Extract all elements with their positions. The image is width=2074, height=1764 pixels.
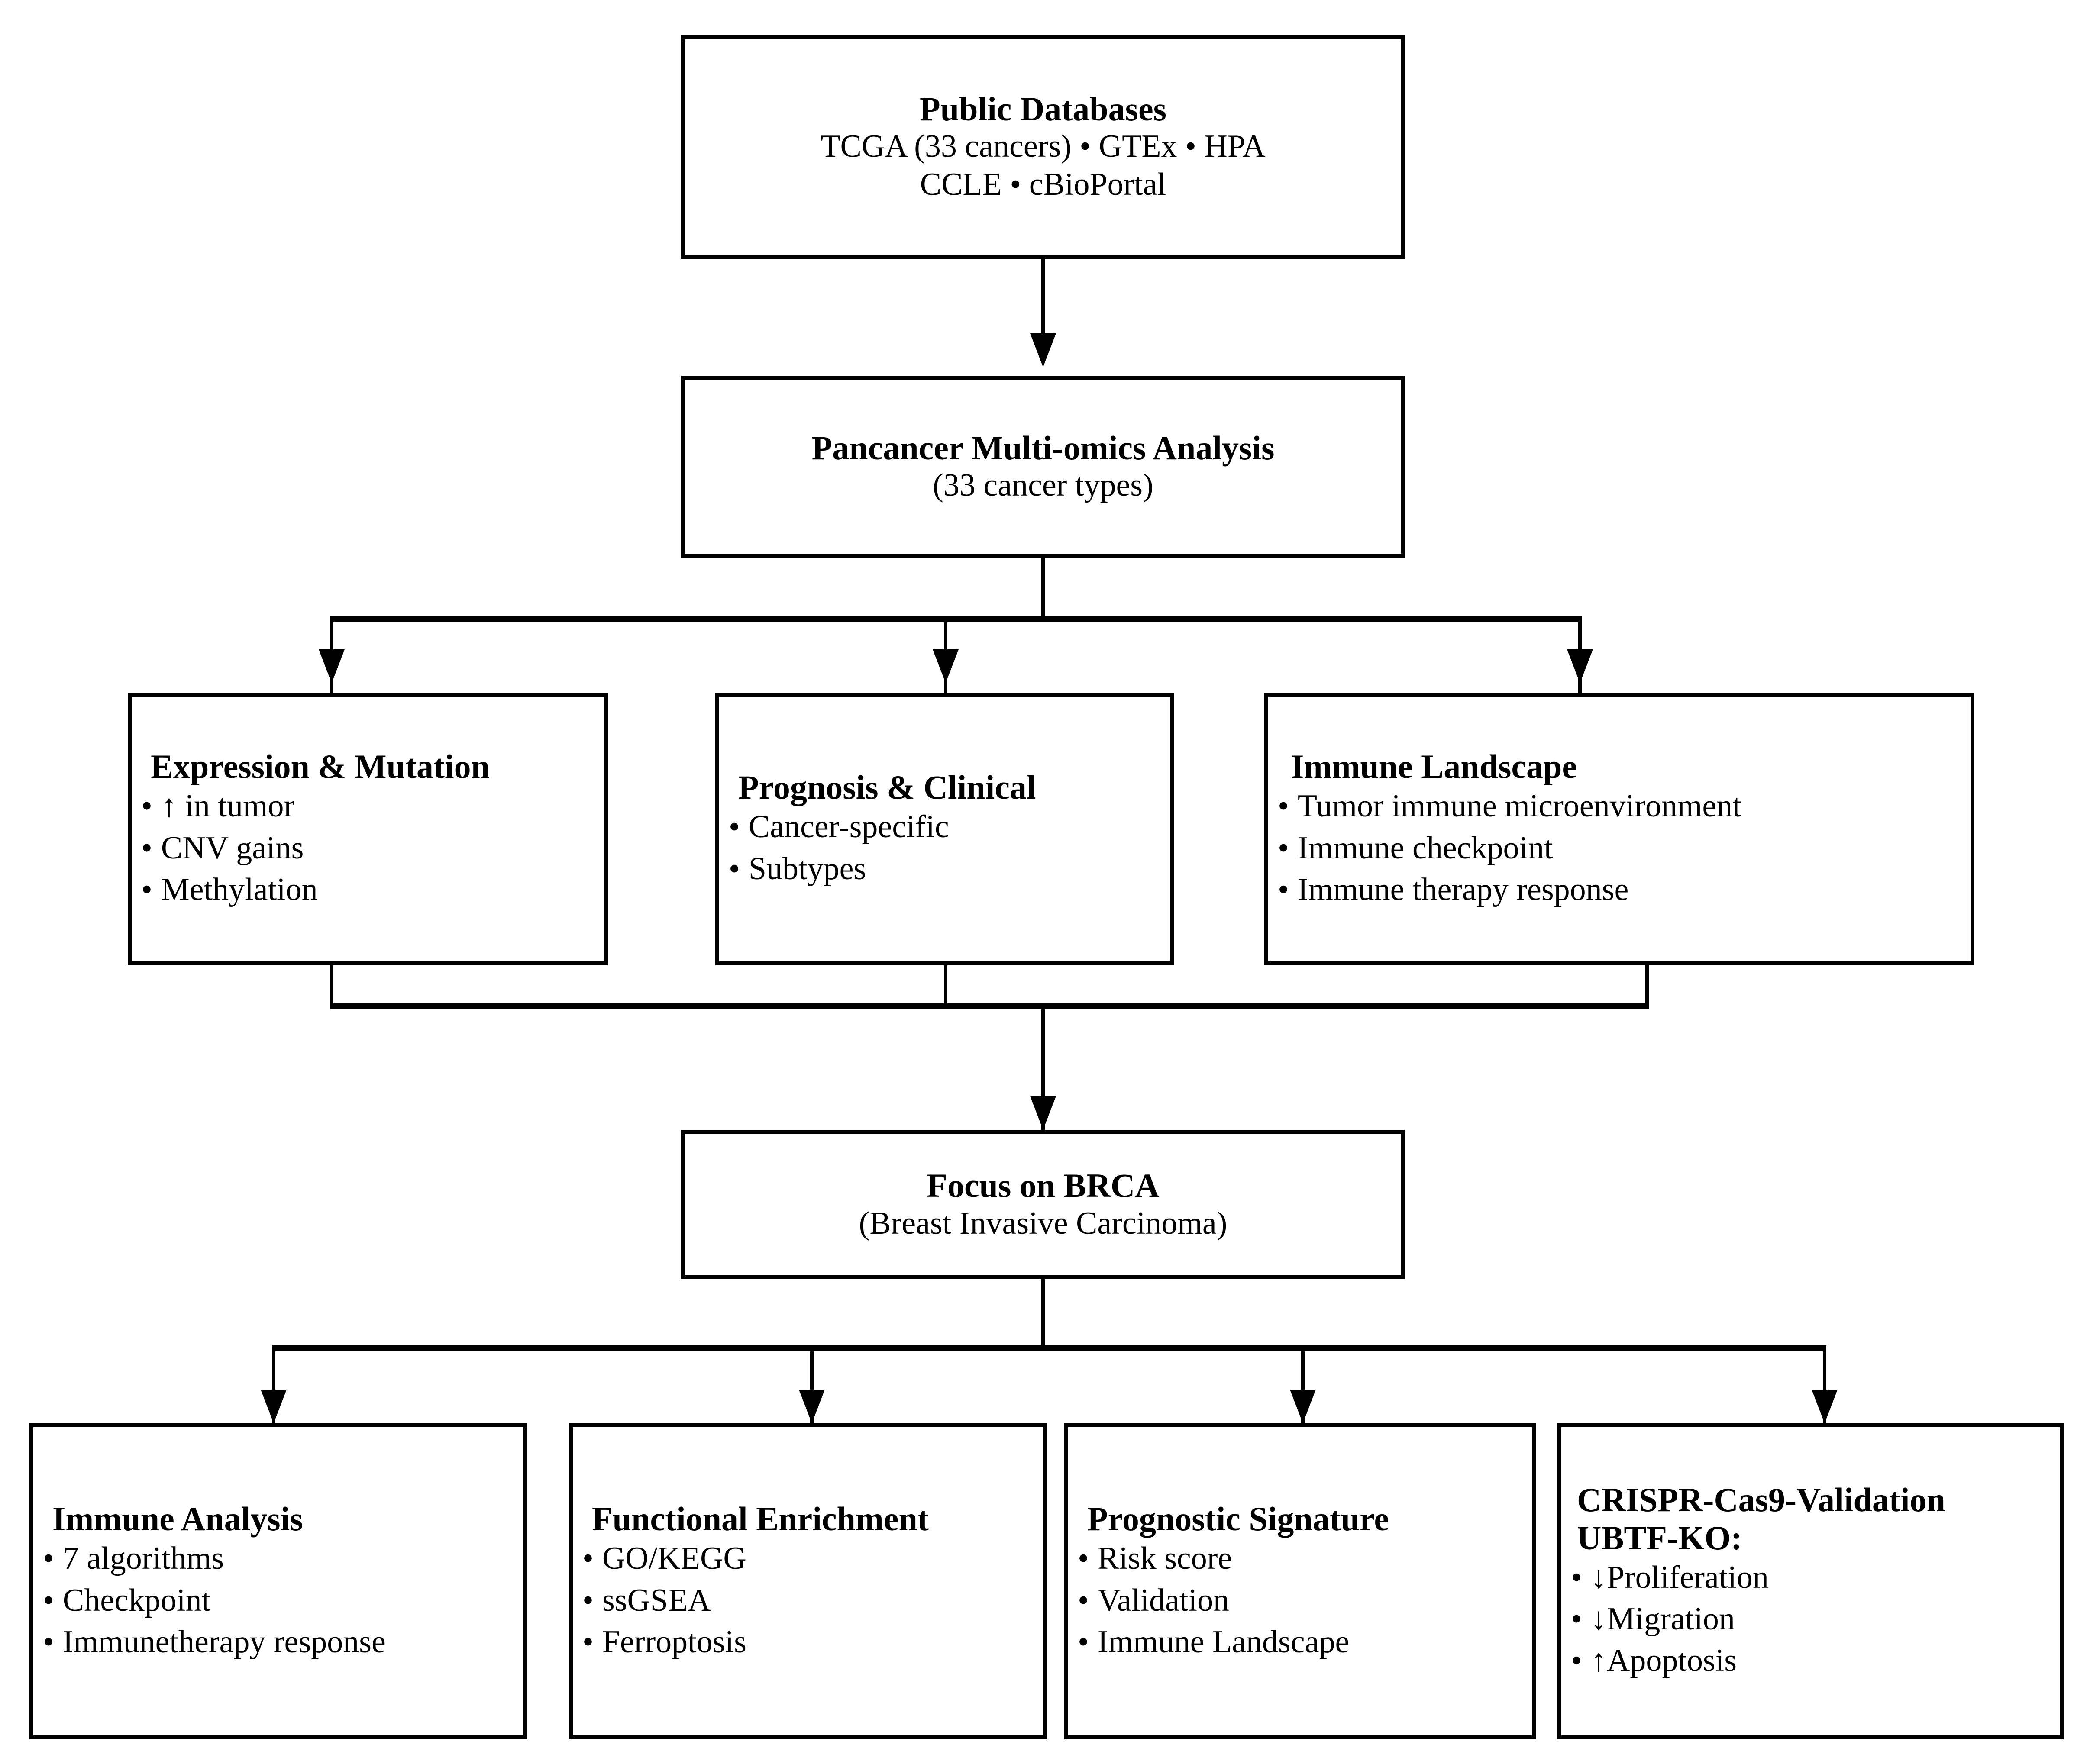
- list-item: •Ferroptosis: [582, 1621, 746, 1663]
- arrow-merge-to-brca: [1030, 1096, 1056, 1130]
- node-crispr-validation-title: CRISPR-Cas9-Validation: [1577, 1481, 1945, 1519]
- node-pancancer-analysis: Pancancer Multi-omics Analysis (33 cance…: [681, 376, 1405, 558]
- bullet-icon: •: [1078, 1541, 1089, 1577]
- node-pancancer-analysis-subtitle: (33 cancer types): [933, 468, 1153, 503]
- list-item: •Methylation: [141, 869, 318, 910]
- bullet-icon: •: [43, 1582, 54, 1618]
- connector-brca-to-crispr: [1823, 1345, 1826, 1428]
- list-item: •7 algorithms: [43, 1538, 386, 1579]
- arrow-databases-to-pancancer: [1030, 333, 1056, 367]
- node-immune-landscape-bullets: •Tumor immune microenvironment •Immune c…: [1278, 785, 1741, 910]
- connector-databases-to-pancancer: [1041, 259, 1045, 337]
- connector-immune-down: [1645, 965, 1649, 1007]
- list-item: •Checkpoint: [43, 1580, 386, 1621]
- bullet-icon: •: [582, 1624, 594, 1660]
- node-prognostic-signature: Prognostic Signature •Risk score •Valida…: [1064, 1423, 1536, 1739]
- list-item: •↓Proliferation: [1571, 1557, 1769, 1598]
- arrow-brca-to-immune-analysis: [261, 1390, 287, 1423]
- node-expression-mutation-bullets: •↑ in tumor •CNV gains •Methylation: [141, 785, 318, 910]
- connector-pancancer-distribution-bar: [330, 616, 1581, 622]
- list-item: •Immunetherapy response: [43, 1621, 386, 1663]
- bullet-icon: •: [141, 830, 152, 866]
- node-public-databases-line3: CCLE • cBioPortal: [920, 166, 1166, 202]
- bullet-icon: •: [1278, 830, 1289, 866]
- node-immune-analysis-bullets: •7 algorithms •Checkpoint •Immunetherapy…: [43, 1538, 386, 1663]
- bullet-icon: •: [1571, 1601, 1582, 1637]
- node-public-databases-title: Public Databases: [920, 90, 1166, 128]
- connector-brca-to-functional: [810, 1345, 814, 1428]
- node-public-databases-line2: TCGA (33 cancers) • GTEx • HPA: [821, 129, 1266, 164]
- bullet-icon: •: [1571, 1560, 1582, 1596]
- list-item: •Immune Landscape: [1078, 1621, 1349, 1663]
- node-focus-brca-title: Focus on BRCA: [927, 1167, 1160, 1205]
- bullet-icon: •: [1571, 1643, 1582, 1679]
- arrow-brca-to-crispr: [1812, 1390, 1838, 1423]
- list-item: •Cancer-specific: [729, 806, 949, 848]
- bullet-icon: •: [141, 871, 152, 907]
- list-item: •CNV gains: [141, 827, 318, 869]
- bullet-icon: •: [1278, 871, 1289, 907]
- list-item: •↑Apoptosis: [1571, 1640, 1769, 1681]
- node-prognostic-signature-bullets: •Risk score •Validation •Immune Landscap…: [1078, 1538, 1349, 1663]
- bullet-icon: •: [582, 1582, 594, 1618]
- node-functional-enrichment-bullets: •GO/KEGG •ssGSEA •Ferroptosis: [582, 1538, 746, 1663]
- connector-pancancer-stem: [1041, 558, 1045, 618]
- list-item: •↑ in tumor: [141, 785, 318, 827]
- connector-brca-distribution-bar: [272, 1345, 1826, 1351]
- list-item: •Immune therapy response: [1278, 869, 1741, 910]
- node-crispr-validation-subtitle: UBTF-KO:: [1577, 1519, 1742, 1557]
- connector-brca-to-prognostic: [1301, 1345, 1305, 1428]
- list-item: •Immune checkpoint: [1278, 827, 1741, 869]
- node-immune-landscape: Immune Landscape •Tumor immune microenvi…: [1264, 693, 1974, 965]
- node-focus-brca-subtitle: (Breast Invasive Carcinoma): [859, 1205, 1228, 1241]
- node-prognosis-clinical-bullets: •Cancer-specific •Subtypes: [729, 806, 949, 889]
- bullet-icon: •: [582, 1541, 594, 1577]
- node-crispr-validation-bullets: •↓Proliferation •↓Migration •↑Apoptosis: [1571, 1557, 1769, 1682]
- node-immune-analysis-title: Immune Analysis: [52, 1500, 303, 1538]
- arrow-pancancer-to-immune: [1567, 649, 1593, 683]
- node-expression-mutation-title: Expression & Mutation: [151, 748, 490, 786]
- node-public-databases: Public Databases TCGA (33 cancers) • GTE…: [681, 35, 1405, 259]
- connector-expression-down: [330, 965, 333, 1007]
- node-focus-brca: Focus on BRCA (Breast Invasive Carcinoma…: [681, 1130, 1405, 1279]
- list-item: •↓Migration: [1571, 1598, 1769, 1640]
- bullet-icon: •: [43, 1541, 54, 1577]
- bullet-icon: •: [729, 809, 740, 845]
- list-item: •ssGSEA: [582, 1580, 746, 1621]
- connector-brca-to-immune-analysis: [272, 1345, 275, 1428]
- node-functional-enrichment-title: Functional Enrichment: [592, 1500, 929, 1538]
- connector-prognosis-down: [944, 965, 947, 1007]
- node-crispr-validation: CRISPR-Cas9-Validation UBTF-KO: •↓Prolif…: [1557, 1423, 2064, 1739]
- node-immune-analysis: Immune Analysis •7 algorithms •Checkpoin…: [29, 1423, 527, 1739]
- bullet-icon: •: [1278, 788, 1289, 824]
- connector-brca-stem: [1041, 1279, 1045, 1350]
- list-item: •GO/KEGG: [582, 1538, 746, 1579]
- node-functional-enrichment: Functional Enrichment •GO/KEGG •ssGSEA •…: [569, 1423, 1047, 1739]
- bullet-icon: •: [141, 788, 152, 824]
- list-item: •Tumor immune microenvironment: [1278, 785, 1741, 827]
- bullet-icon: •: [729, 851, 740, 887]
- arrow-brca-to-functional: [799, 1390, 825, 1423]
- node-immune-landscape-title: Immune Landscape: [1291, 748, 1577, 786]
- arrow-pancancer-to-prognosis: [933, 649, 959, 683]
- node-prognosis-clinical: Prognosis & Clinical •Cancer-specific •S…: [715, 693, 1174, 965]
- node-prognosis-clinical-title: Prognosis & Clinical: [738, 768, 1036, 806]
- arrow-pancancer-to-expression: [319, 649, 345, 683]
- node-pancancer-analysis-title: Pancancer Multi-omics Analysis: [811, 429, 1275, 467]
- bullet-icon: •: [1078, 1582, 1089, 1618]
- connector-merge-bar: [330, 1003, 1649, 1009]
- list-item: •Risk score: [1078, 1538, 1349, 1579]
- node-prognostic-signature-title: Prognostic Signature: [1087, 1500, 1389, 1538]
- connector-merge-to-brca: [1041, 1003, 1045, 1130]
- arrow-brca-to-prognostic: [1290, 1390, 1316, 1423]
- bullet-icon: •: [1078, 1624, 1089, 1660]
- bullet-icon: •: [43, 1624, 54, 1660]
- node-expression-mutation: Expression & Mutation •↑ in tumor •CNV g…: [128, 693, 608, 965]
- list-item: •Validation: [1078, 1580, 1349, 1621]
- list-item: •Subtypes: [729, 848, 949, 890]
